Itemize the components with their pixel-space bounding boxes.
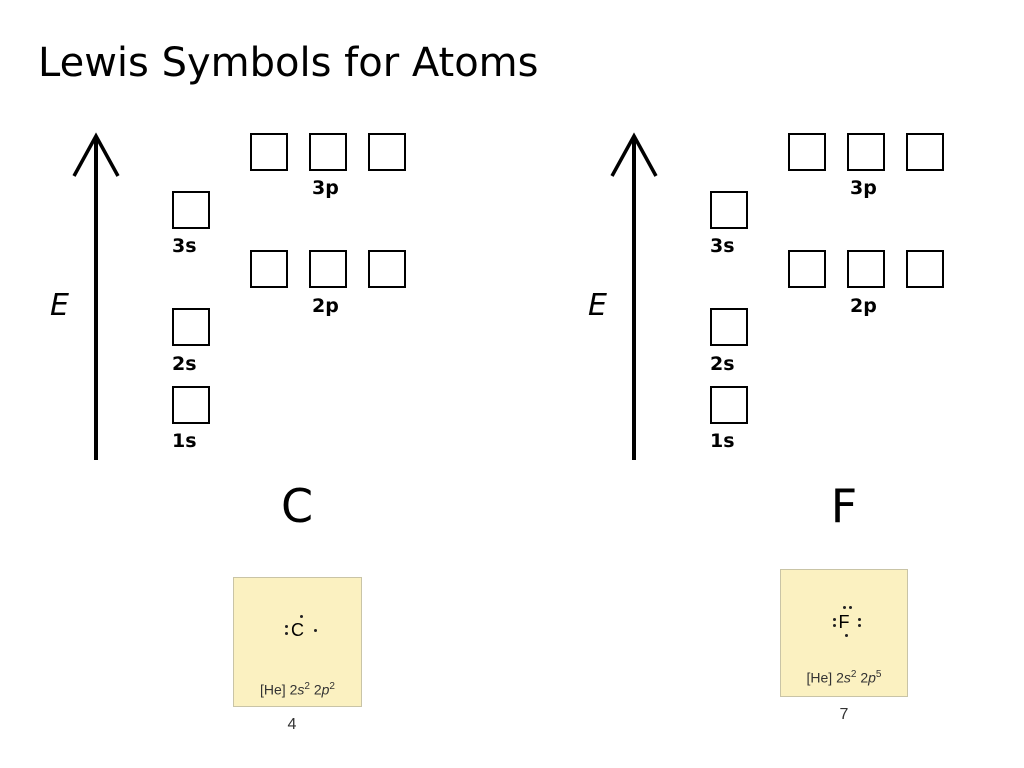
orbital-box-2p-1: [250, 250, 288, 288]
orbital-box-3p-3: [906, 133, 944, 171]
orbital-label-1s: 1s: [710, 430, 735, 452]
orbital-box-1s: [172, 386, 210, 424]
orbital-label-3p: 3p: [312, 177, 339, 199]
orbital-label-3s: 3s: [172, 235, 197, 257]
valence-count-carbon: 4: [287, 716, 297, 733]
energy-axis-label: E: [588, 288, 607, 323]
orbital-box-1s: [710, 386, 748, 424]
slide-title: Lewis Symbols for Atoms: [38, 40, 539, 86]
lewis-card-fluorine: F [He] 2s2 2p5: [780, 569, 908, 697]
orbital-label-3s: 3s: [710, 235, 735, 257]
orbital-label-1s: 1s: [172, 430, 197, 452]
electron-configuration: [He] 2s2 2p5: [806, 669, 882, 686]
element-symbol-fluorine: F: [830, 479, 858, 533]
orbital-box-3s: [710, 191, 748, 229]
orbital-box-3p-1: [788, 133, 826, 171]
energy-arrow: [610, 132, 658, 460]
lewis-card-carbon: C [He] 2s2 2p2: [233, 577, 362, 707]
orbital-label-2s: 2s: [172, 353, 197, 375]
orbital-label-3p: 3p: [850, 177, 877, 199]
orbital-label-2p: 2p: [312, 295, 339, 317]
electron-dot: [300, 615, 303, 618]
energy-axis-label: E: [50, 288, 69, 323]
energy-arrow: [72, 132, 120, 460]
orbital-box-2p-3: [906, 250, 944, 288]
electron-dot: [314, 629, 317, 632]
orbital-label-2s: 2s: [710, 353, 735, 375]
lewis-element: C: [291, 620, 304, 640]
electron-dot: [832, 618, 836, 621]
element-symbol-carbon: C: [280, 479, 314, 533]
electron-dot: [285, 625, 288, 628]
orbital-box-2p-1: [788, 250, 826, 288]
lewis-element: F: [838, 612, 850, 632]
electron-dot: [857, 618, 861, 621]
electron-dot: [842, 606, 846, 609]
orbital-box-2s: [710, 308, 748, 346]
orbital-box-2p-2: [847, 250, 885, 288]
electron-dot: [844, 634, 848, 637]
electron-dot: [285, 632, 288, 635]
electron-dot: [848, 606, 852, 609]
electron-dot: [832, 624, 836, 627]
orbital-box-2p-3: [368, 250, 406, 288]
orbital-box-3p-2: [309, 133, 347, 171]
lewis-symbol: F: [781, 606, 907, 637]
orbital-box-3p-3: [368, 133, 406, 171]
orbital-box-2p-2: [309, 250, 347, 288]
orbital-label-2p: 2p: [850, 295, 877, 317]
electron-configuration: [He] 2s2 2p2: [260, 681, 335, 698]
lewis-symbol: C: [234, 615, 361, 642]
valence-count-fluorine: 7: [839, 706, 849, 723]
electron-dot: [857, 624, 861, 627]
orbital-box-3p-2: [847, 133, 885, 171]
energy-diagram-carbon: E 3p 3s 2p 2s 1s: [46, 128, 466, 463]
orbital-box-3s: [172, 191, 210, 229]
orbital-box-3p-1: [250, 133, 288, 171]
orbital-box-2s: [172, 308, 210, 346]
energy-diagram-fluorine: E 3p 3s 2p 2s 1s: [584, 128, 1004, 463]
